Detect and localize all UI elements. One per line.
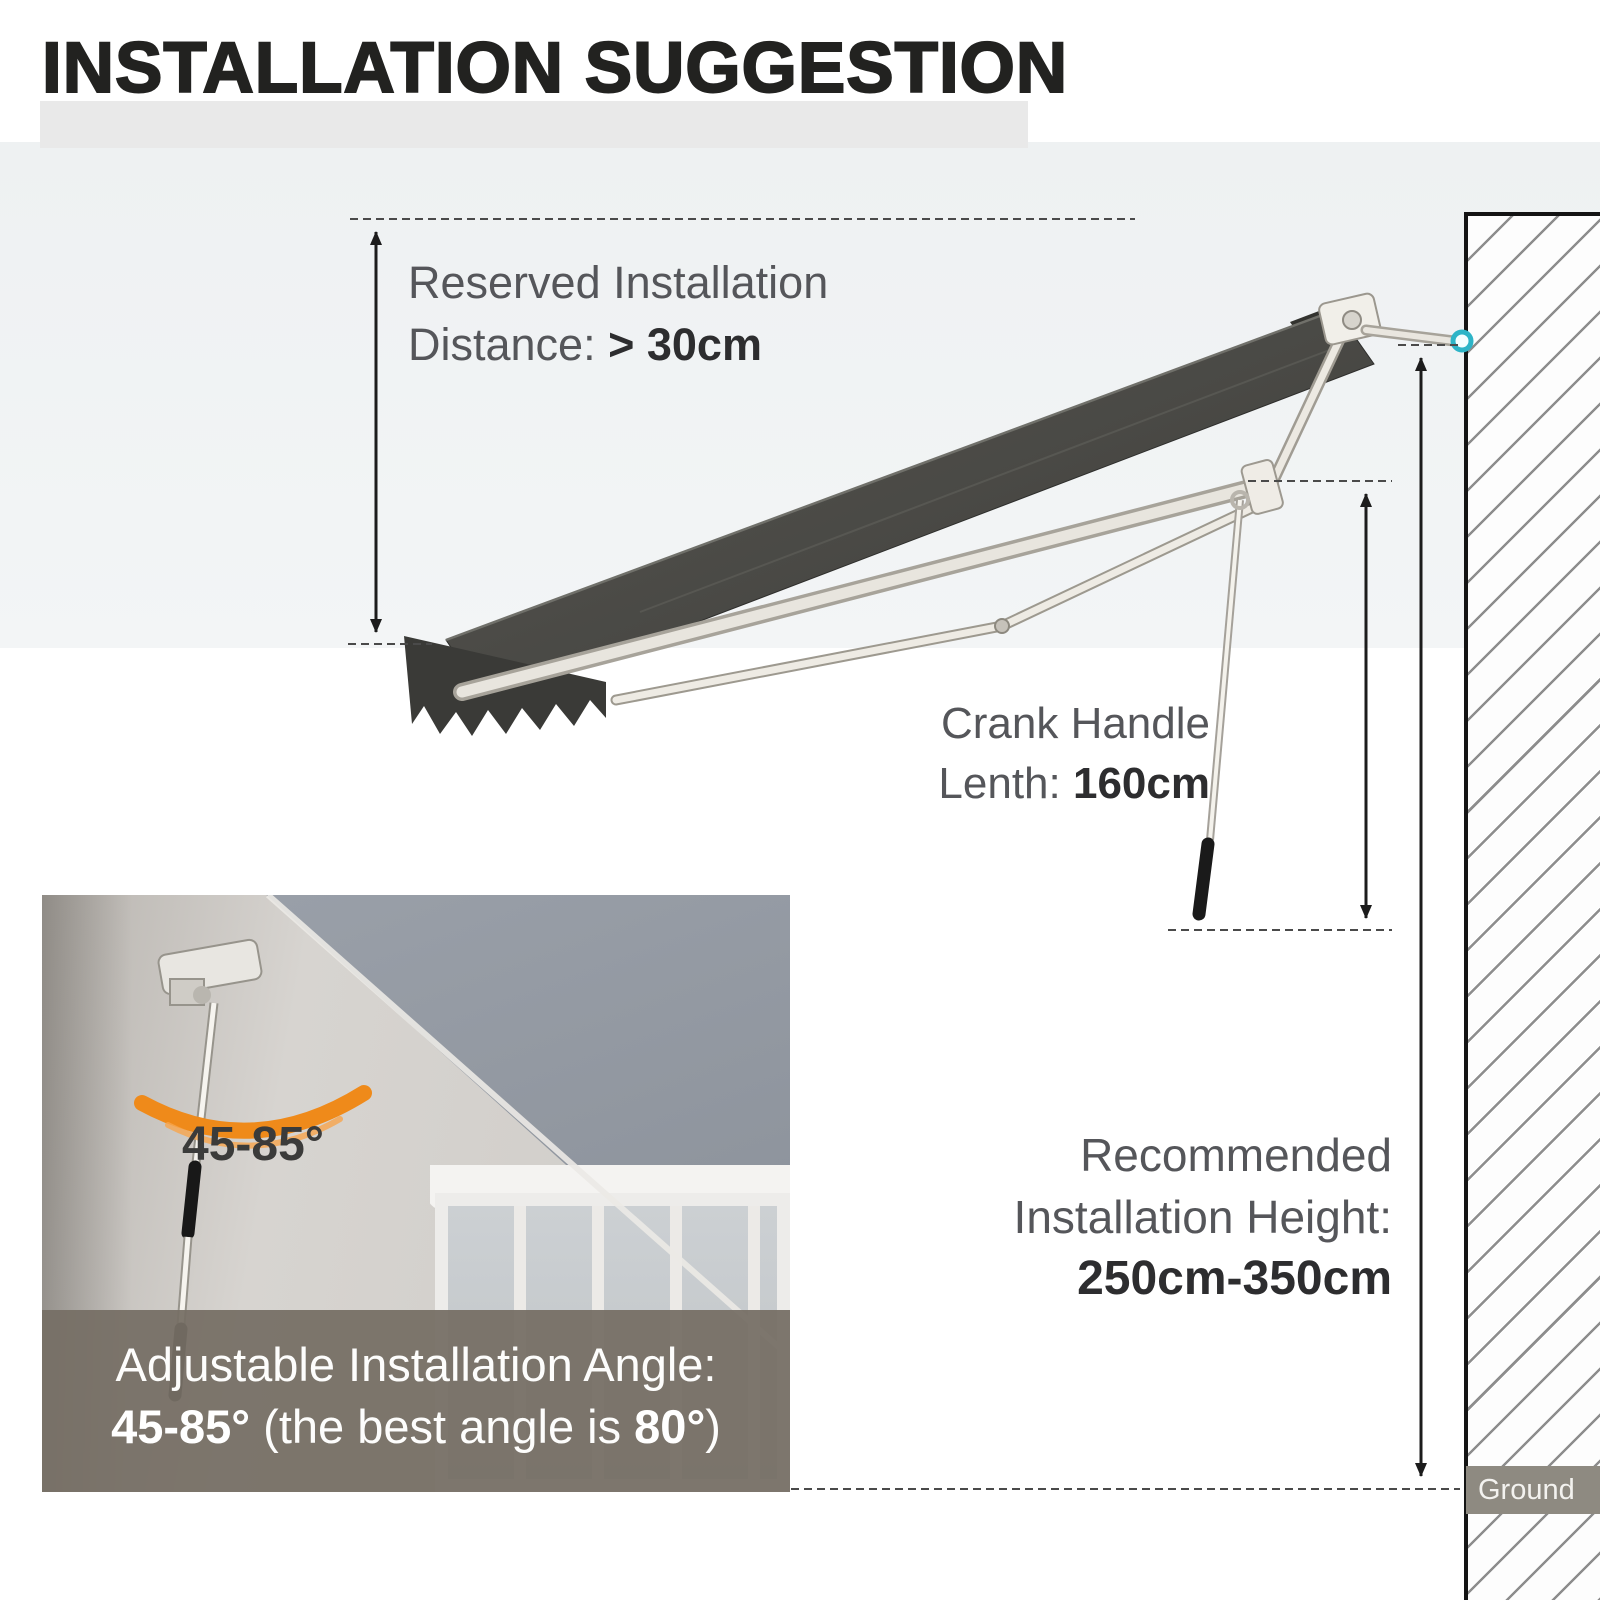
height-line2: Installation Height: bbox=[1013, 1191, 1392, 1243]
caption-bold2: 80° bbox=[634, 1400, 706, 1453]
crank-handle bbox=[1192, 490, 1250, 921]
angle-inset-photo: 45-85° Adjustable Installation Angle: 45… bbox=[42, 895, 790, 1492]
reserved-line1: Reserved Installation bbox=[408, 257, 829, 308]
crank-length-label: Crank Handle Lenth: 160cm bbox=[790, 694, 1210, 814]
angle-range-label: 45-85° bbox=[182, 1118, 324, 1171]
caption-bold1: 45-85° bbox=[111, 1400, 251, 1453]
inset-overlay-svg bbox=[134, 895, 790, 1402]
caption-mid: (the best angle is bbox=[250, 1400, 635, 1453]
reserved-distance-arrow bbox=[348, 218, 1135, 645]
awning-illustration bbox=[404, 292, 1474, 921]
reserved-line2-value: > 30cm bbox=[608, 319, 762, 370]
crank-line2-value: 160cm bbox=[1072, 759, 1210, 808]
ground-label-box: Ground bbox=[1466, 1466, 1600, 1514]
caption-end: ) bbox=[705, 1400, 721, 1453]
reserved-distance-label: Reserved Installation Distance: > 30cm bbox=[408, 252, 828, 376]
installation-height-label: Recommended Installation Height: 250cm-3… bbox=[950, 1124, 1392, 1310]
ground-label: Ground bbox=[1478, 1473, 1575, 1506]
mounting-point-marker bbox=[1450, 329, 1474, 353]
angle-caption: Adjustable Installation Angle: 45-85° (t… bbox=[42, 1310, 790, 1492]
reserved-line2: Distance: > 30cm bbox=[408, 314, 828, 376]
crank-line1: Crank Handle bbox=[940, 699, 1210, 748]
crank-line2-prefix: Lenth: bbox=[938, 759, 1073, 808]
crank-line2: Lenth: 160cm bbox=[790, 754, 1210, 814]
inset-bracket bbox=[157, 938, 263, 1006]
reserved-line2-prefix: Distance: bbox=[408, 319, 609, 370]
page-title: INSTALLATION SUGGESTION bbox=[41, 28, 1069, 109]
caption-line2: 45-85° (the best angle is 80°) bbox=[42, 1396, 790, 1458]
angle-arc-icon bbox=[134, 1085, 372, 1149]
wall-hatch-section bbox=[1464, 212, 1600, 1600]
folding-arm bbox=[610, 500, 1262, 706]
crank-length-arrow bbox=[1168, 480, 1392, 931]
height-line1: Recommended bbox=[1080, 1129, 1392, 1181]
title-underline-bar bbox=[40, 101, 1028, 148]
caption-line1: Adjustable Installation Angle: bbox=[115, 1338, 717, 1391]
height-line3-value: 250cm-350cm bbox=[1077, 1252, 1392, 1305]
wall-bracket bbox=[1240, 292, 1460, 515]
